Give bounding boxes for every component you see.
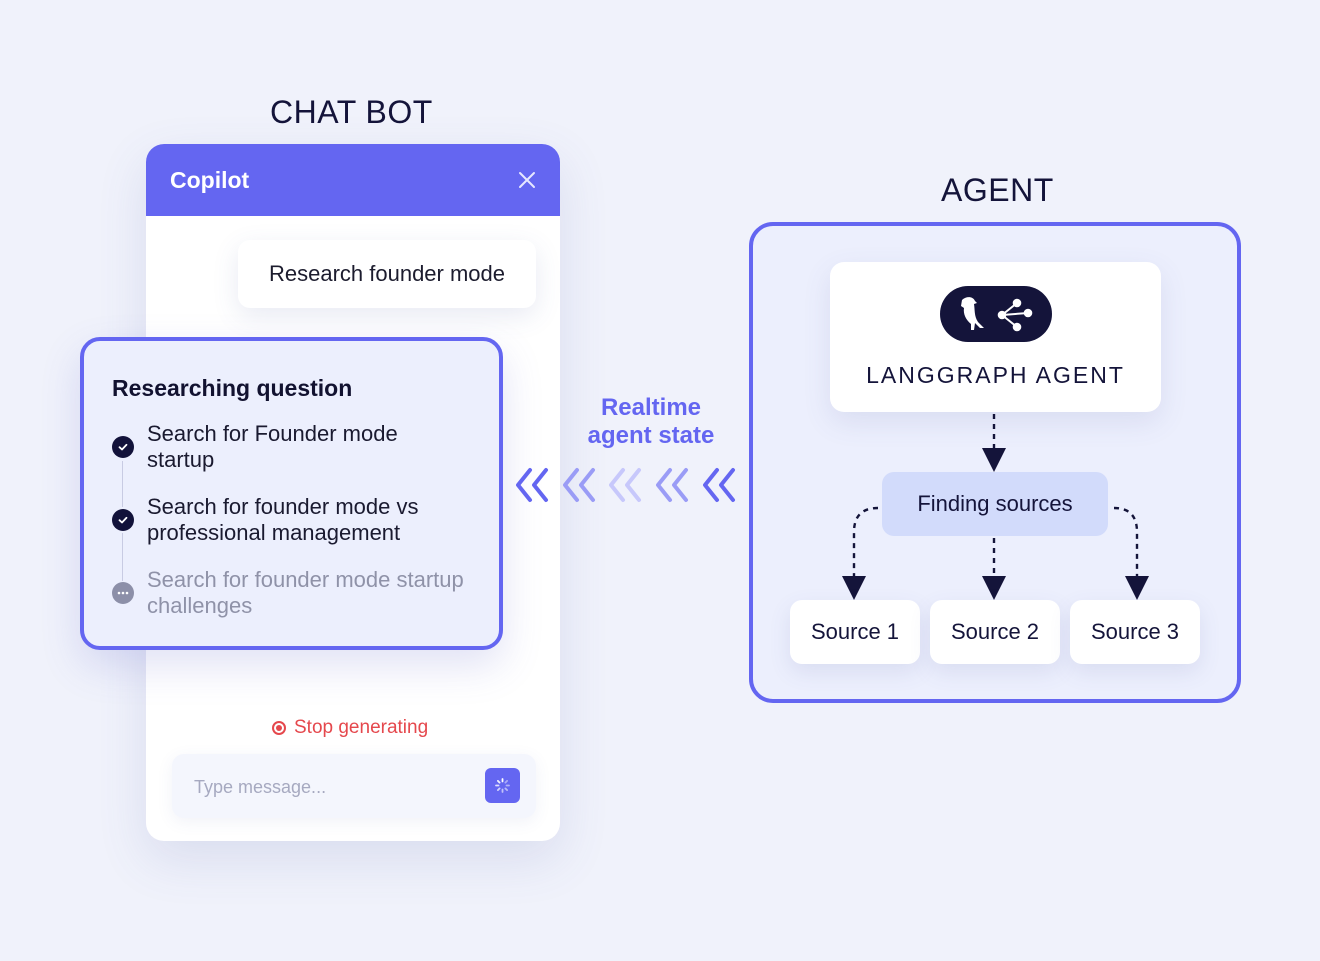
send-button[interactable] xyxy=(485,768,520,803)
connector-finding-to-source-1 xyxy=(842,506,879,600)
stop-generating-button[interactable]: Stop generating xyxy=(272,717,428,739)
parrot-icon xyxy=(961,297,984,330)
double-chevron-left-icon xyxy=(516,468,548,502)
step-connector xyxy=(122,533,123,581)
agent-section-title: AGENT xyxy=(941,172,1054,208)
finding-sources-label: Finding sources xyxy=(917,491,1073,516)
double-chevron-left-icon xyxy=(656,468,688,502)
stop-generating-label: Stop generating xyxy=(294,717,429,738)
realtime-agent-state-label: Realtime agent state xyxy=(560,394,742,450)
source-node: Source 2 xyxy=(930,600,1060,664)
chatbot-section-title: CHAT BOT xyxy=(270,94,433,130)
finding-sources-node: Finding sources xyxy=(882,472,1108,536)
loading-spinner-icon xyxy=(495,778,510,793)
research-step-text: Search for founder mode vs professional … xyxy=(147,494,419,545)
user-message-text: Research founder mode xyxy=(268,261,506,286)
message-input-bar xyxy=(172,754,536,818)
realtime-line-2: agent state xyxy=(587,422,715,449)
research-step: Search for Founder mode startup xyxy=(112,421,467,473)
flow-connectors xyxy=(842,414,1149,600)
double-chevron-left-icon xyxy=(703,468,735,502)
source-label: Source 1 xyxy=(810,619,900,644)
realtime-line-1: Realtime xyxy=(600,394,702,421)
source-node: Source 1 xyxy=(790,600,920,664)
step-connector xyxy=(122,461,123,507)
double-chevron-left-icon xyxy=(563,468,595,502)
source-label: Source 2 xyxy=(950,619,1040,644)
realtime-arrows xyxy=(516,468,735,502)
graph-nodes-icon xyxy=(997,298,1033,332)
research-title: Researching question xyxy=(112,375,353,401)
user-message-bubble: Research founder mode xyxy=(238,240,536,308)
close-icon[interactable] xyxy=(518,167,536,193)
double-chevron-left-icon xyxy=(609,468,641,502)
langgraph-agent-label: LANGGRAPH AGENT xyxy=(866,362,1125,388)
check-circle-icon xyxy=(112,436,134,458)
chat-title: Copilot xyxy=(170,166,250,193)
research-step-text: Search for Founder mode startup xyxy=(147,421,398,472)
chat-header: Copilot xyxy=(146,144,560,216)
research-status-card: Researching question Search for Founder … xyxy=(80,337,503,650)
langgraph-agent-card: LANGGRAPH AGENT xyxy=(830,262,1161,412)
research-step-text: Search for founder mode startup challeng… xyxy=(147,567,464,618)
research-step: Search for founder mode startup challeng… xyxy=(112,567,467,619)
stop-icon xyxy=(272,721,286,735)
message-input[interactable] xyxy=(192,772,476,802)
research-step: Search for founder mode vs professional … xyxy=(112,494,467,546)
connector-finding-to-source-3 xyxy=(1113,506,1149,600)
source-node: Source 3 xyxy=(1070,600,1200,664)
check-circle-icon xyxy=(112,509,134,531)
langgraph-logo xyxy=(940,286,1052,342)
source-label: Source 3 xyxy=(1090,619,1180,644)
ellipsis-circle-icon xyxy=(112,582,134,604)
